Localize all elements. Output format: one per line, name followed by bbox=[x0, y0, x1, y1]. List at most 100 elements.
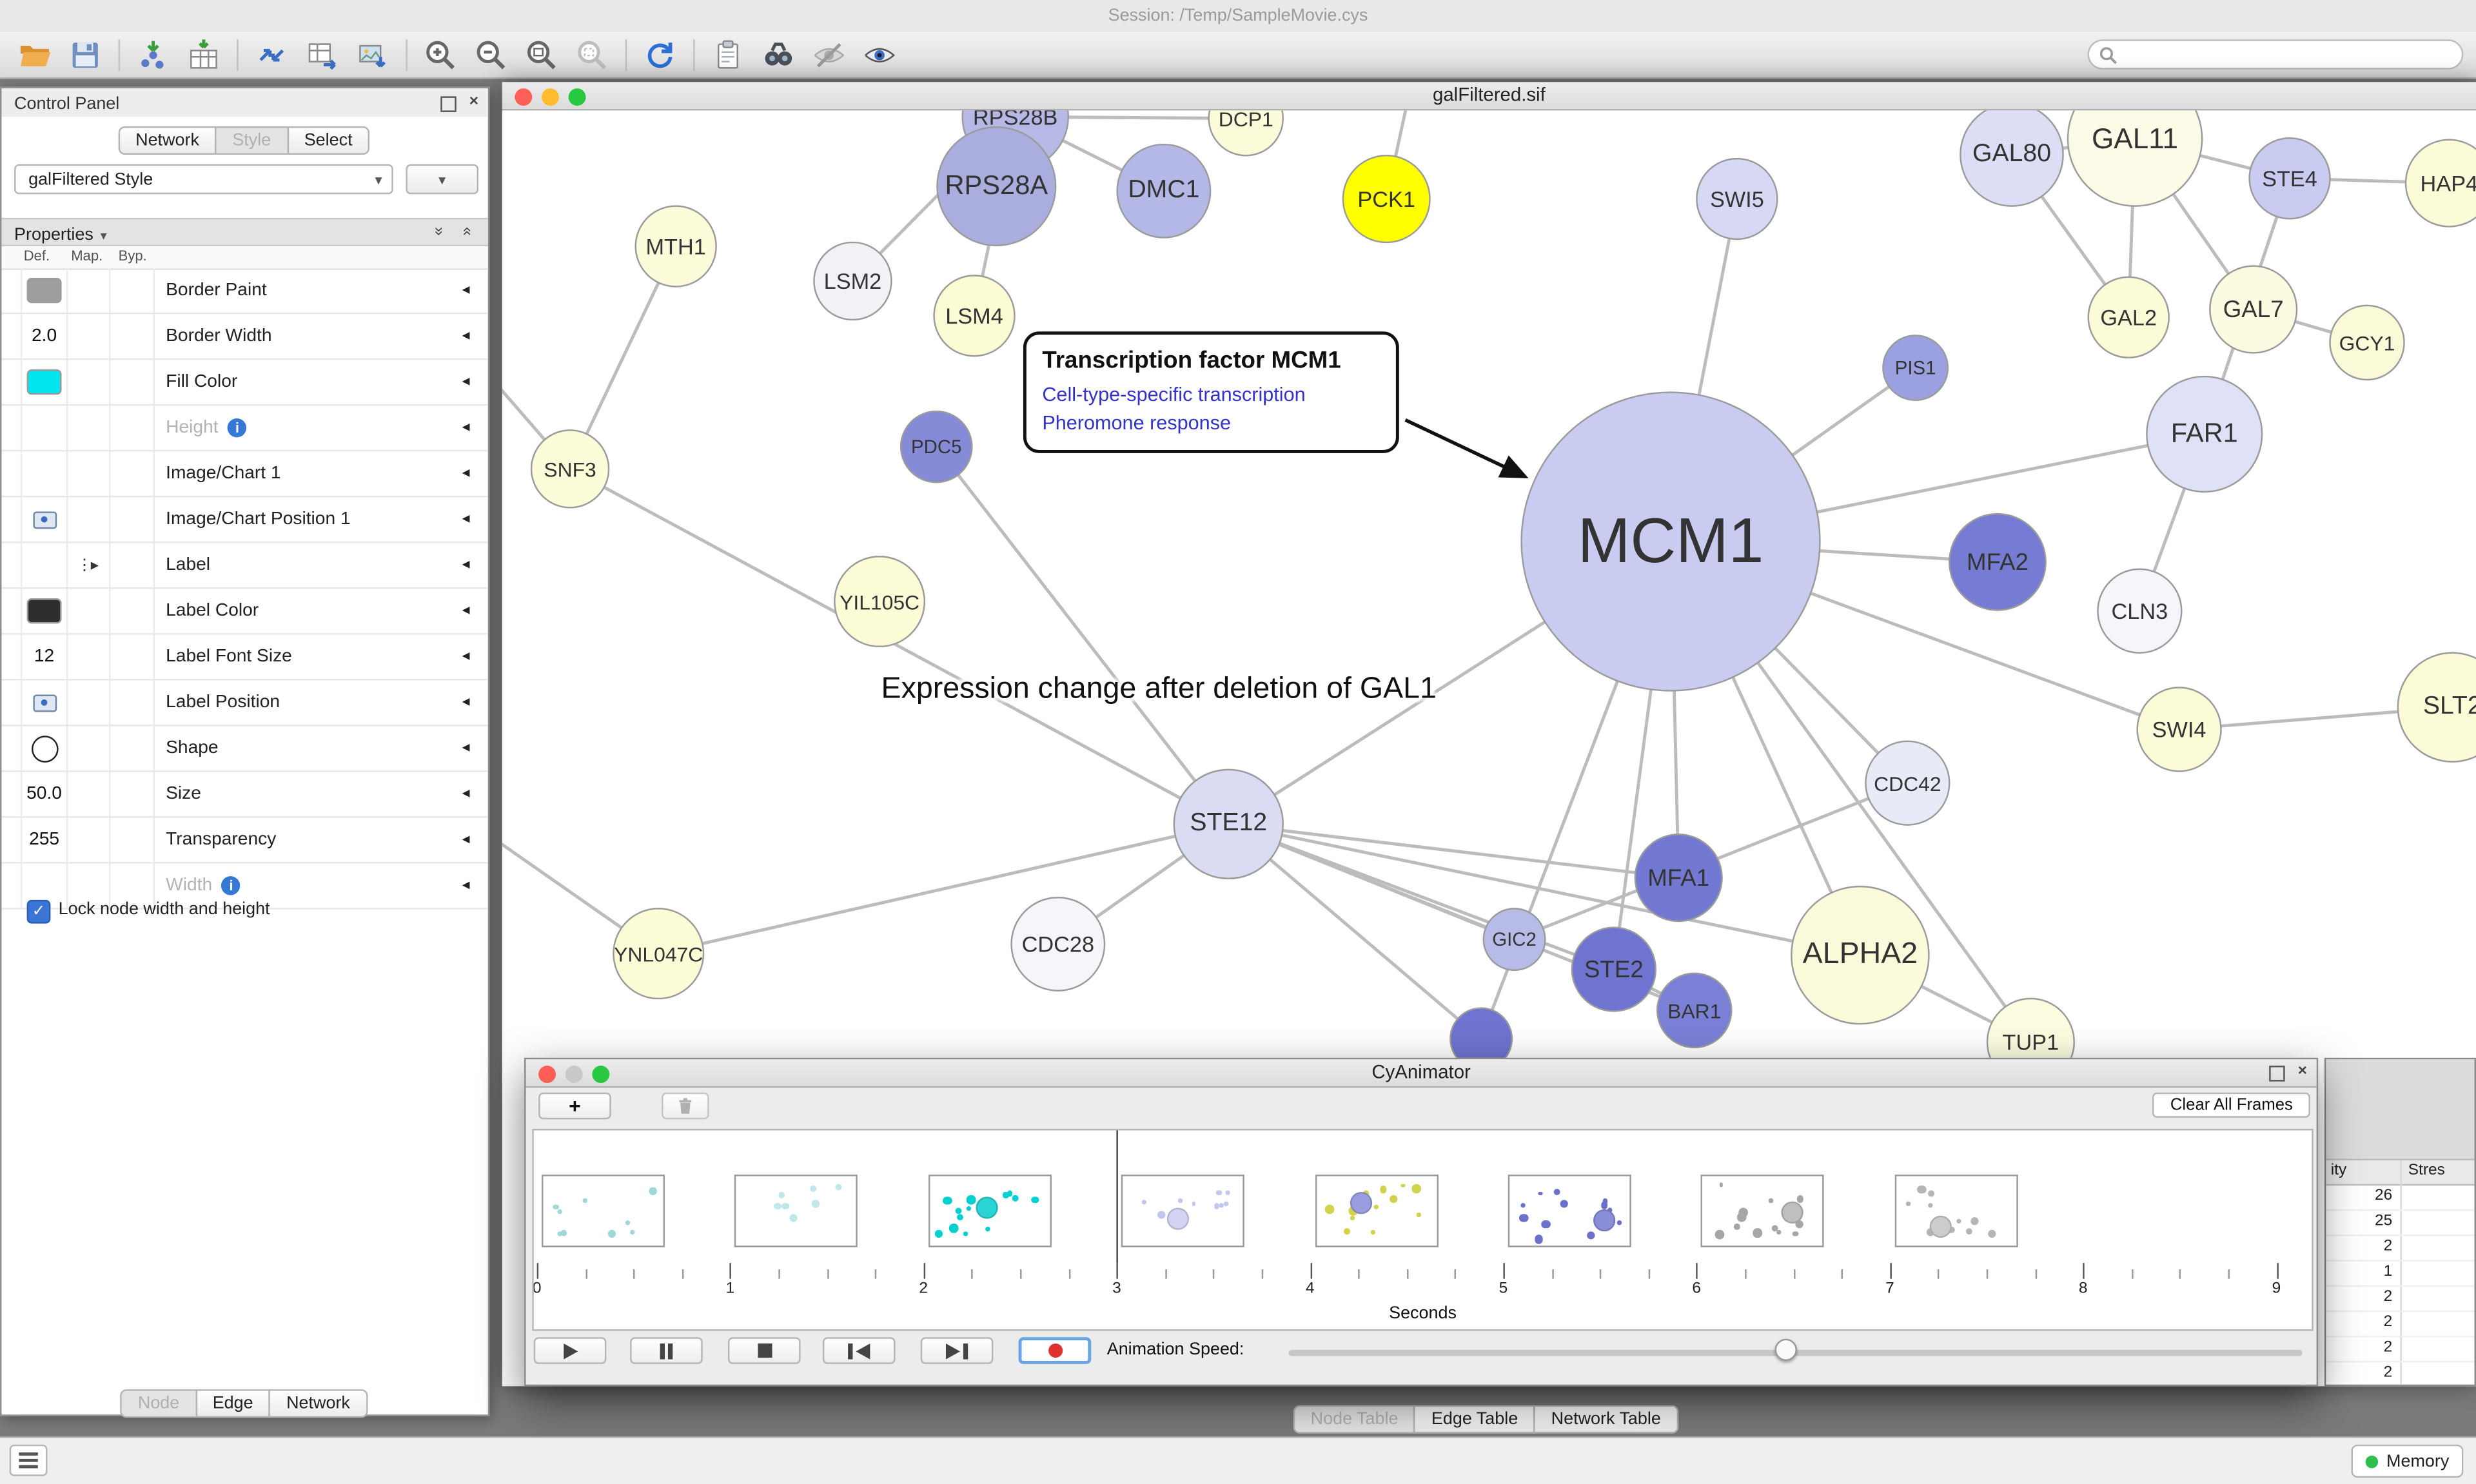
skip-end-button[interactable] bbox=[920, 1337, 994, 1364]
bypass-cell[interactable] bbox=[109, 314, 155, 358]
bypass-cell[interactable] bbox=[109, 268, 155, 313]
style-options-button[interactable]: ▾ bbox=[406, 164, 479, 195]
mapping-cell[interactable] bbox=[64, 314, 111, 358]
timeline-playhead[interactable] bbox=[1116, 1130, 1119, 1264]
network-node-ste12[interactable]: STE12 bbox=[1173, 768, 1284, 880]
table-row[interactable]: 2 bbox=[2326, 1312, 2475, 1338]
default-value-cell[interactable] bbox=[20, 497, 68, 542]
mapping-cell[interactable] bbox=[64, 405, 111, 450]
speed-slider-handle[interactable] bbox=[1774, 1338, 1796, 1362]
mapping-cell[interactable] bbox=[64, 772, 111, 817]
network-node-gal2[interactable]: GAL2 bbox=[2087, 276, 2170, 358]
bypass-cell[interactable] bbox=[109, 405, 155, 450]
network-node-rps28a[interactable]: RPS28A bbox=[936, 126, 1057, 247]
expand-row-icon[interactable]: ◄ bbox=[459, 603, 473, 618]
frame-thumbnail-2[interactable] bbox=[928, 1175, 1052, 1247]
frame-thumbnail-7[interactable] bbox=[1894, 1175, 2018, 1247]
search-input[interactable] bbox=[2117, 43, 2448, 66]
tab-node[interactable]: Node bbox=[120, 1389, 197, 1418]
expand-row-icon[interactable]: ◄ bbox=[459, 649, 473, 663]
network-node-ynl047c[interactable]: YNL047C bbox=[613, 908, 705, 1000]
property-row-label[interactable]: ⋮▸Label◄ bbox=[1, 543, 488, 589]
zoom-out-button[interactable] bbox=[466, 34, 516, 75]
tab-network[interactable]: Network bbox=[269, 1389, 368, 1418]
default-value-cell[interactable] bbox=[20, 451, 68, 496]
property-row-image-chart-position-1[interactable]: Image/Chart Position 1◄ bbox=[1, 497, 488, 543]
default-value-cell[interactable]: 2.0 bbox=[20, 314, 68, 358]
network-node-mth1[interactable]: MTH1 bbox=[634, 205, 717, 288]
property-row-label-color[interactable]: Label Color◄ bbox=[1, 589, 488, 635]
add-frame-button[interactable]: + bbox=[538, 1092, 611, 1120]
task-history-button[interactable] bbox=[9, 1444, 48, 1476]
bypass-cell[interactable] bbox=[109, 726, 155, 771]
network-node-ste2[interactable]: STE2 bbox=[1571, 926, 1656, 1012]
cyanimator-titlebar[interactable]: CyAnimator × bbox=[526, 1059, 2317, 1088]
record-button[interactable] bbox=[1018, 1337, 1092, 1364]
annotation-link[interactable]: Pheromone response bbox=[1042, 412, 1232, 434]
tab-edge-table[interactable]: Edge Table bbox=[1413, 1405, 1536, 1434]
network-node-gal80[interactable]: GAL80 bbox=[1960, 110, 2064, 207]
close-window-icon[interactable] bbox=[515, 88, 533, 106]
table-row[interactable]: 26 bbox=[2326, 1186, 2475, 1211]
network-node-mfa2[interactable]: MFA2 bbox=[1949, 513, 2047, 611]
expand-row-icon[interactable]: ◄ bbox=[459, 877, 473, 892]
bypass-cell[interactable] bbox=[109, 680, 155, 725]
expand-row-icon[interactable]: ◄ bbox=[459, 328, 473, 343]
minimize-window-icon[interactable] bbox=[542, 88, 559, 106]
clear-all-frames-button[interactable]: Clear All Frames bbox=[2152, 1092, 2310, 1118]
style-selector[interactable]: galFiltered Style ▾ bbox=[14, 164, 393, 195]
pause-button[interactable] bbox=[630, 1337, 703, 1364]
default-value-cell[interactable] bbox=[20, 680, 68, 725]
frame-thumbnail-1[interactable] bbox=[734, 1175, 858, 1247]
mapping-cell[interactable] bbox=[64, 451, 111, 496]
expand-row-icon[interactable]: ◄ bbox=[459, 374, 473, 389]
network-node-ste4[interactable]: STE4 bbox=[2248, 137, 2331, 220]
default-value-cell[interactable] bbox=[20, 405, 68, 450]
export-table-button[interactable] bbox=[297, 34, 347, 75]
table-row[interactable]: 2 bbox=[2326, 1362, 2474, 1384]
network-node-bar1[interactable]: BAR1 bbox=[1656, 972, 1733, 1049]
table-row[interactable]: 2 bbox=[2326, 1337, 2475, 1363]
search-box[interactable] bbox=[2087, 39, 2464, 70]
binoculars-button[interactable] bbox=[753, 34, 803, 75]
close-panel-icon[interactable]: × bbox=[469, 93, 479, 111]
play-button[interactable] bbox=[533, 1337, 607, 1364]
import-table-button[interactable] bbox=[179, 34, 229, 75]
tab-style[interactable]: Style bbox=[215, 126, 289, 155]
tab-network-table[interactable]: Network Table bbox=[1533, 1405, 1678, 1434]
default-value-cell[interactable] bbox=[20, 543, 68, 588]
mapping-cell[interactable] bbox=[64, 360, 111, 404]
network-node-pdc5[interactable]: PDC5 bbox=[899, 410, 973, 483]
frame-thumbnail-4[interactable] bbox=[1315, 1175, 1439, 1247]
skip-start-button[interactable] bbox=[822, 1337, 896, 1364]
chevron-down-icon[interactable]: ▾ bbox=[100, 229, 107, 244]
network-node-lsm2[interactable]: LSM2 bbox=[813, 241, 892, 321]
import-network-button[interactable] bbox=[128, 34, 178, 75]
zoom-in-button[interactable] bbox=[415, 34, 466, 75]
network-node-cln3[interactable]: CLN3 bbox=[2097, 568, 2183, 654]
expand-row-icon[interactable]: ◄ bbox=[459, 832, 473, 846]
mapping-cell[interactable] bbox=[64, 634, 111, 679]
default-value-cell[interactable] bbox=[20, 268, 68, 313]
eye-button[interactable] bbox=[854, 34, 905, 75]
network-node-mfa1[interactable]: MFA1 bbox=[1634, 834, 1723, 923]
network-node-pck1[interactable]: PCK1 bbox=[1342, 155, 1431, 244]
zoom-window-icon[interactable] bbox=[592, 1066, 610, 1084]
delete-frame-button[interactable] bbox=[662, 1092, 709, 1120]
network-node-gic2[interactable]: GIC2 bbox=[1482, 908, 1546, 971]
bypass-cell[interactable] bbox=[109, 451, 155, 496]
export-image-button[interactable] bbox=[348, 34, 398, 75]
float-panel-icon[interactable] bbox=[440, 96, 457, 112]
table-row[interactable]: 1 bbox=[2326, 1262, 2475, 1287]
mapping-cell[interactable]: ⋮▸ bbox=[64, 543, 111, 588]
lock-checkbox[interactable]: ✓ bbox=[26, 899, 51, 924]
property-row-border-paint[interactable]: Border Paint◄ bbox=[1, 268, 488, 315]
property-row-label-position[interactable]: Label Position◄ bbox=[1, 680, 488, 727]
network-node-cdc42[interactable]: CDC42 bbox=[1865, 740, 1950, 826]
property-row-fill-color[interactable]: Fill Color◄ bbox=[1, 360, 488, 406]
memory-button[interactable]: Memory bbox=[2352, 1444, 2464, 1478]
tab-node-table[interactable]: Node Table bbox=[1293, 1405, 1416, 1434]
